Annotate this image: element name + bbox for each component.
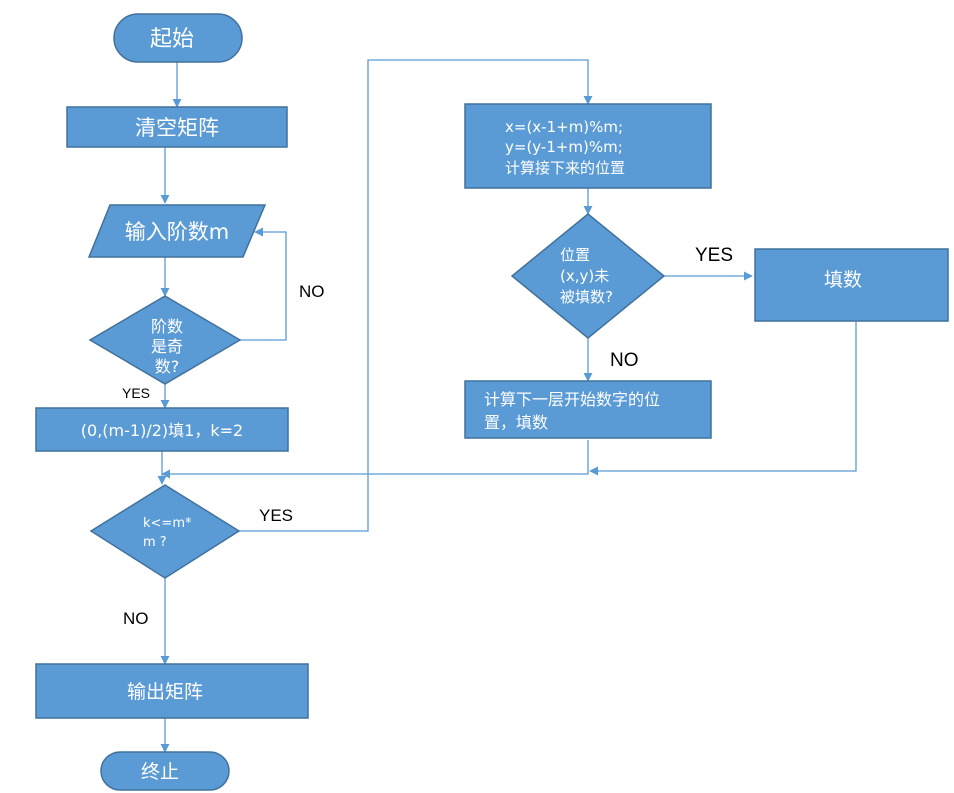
connectors <box>157 59 857 753</box>
clear-matrix-label: 清空矩阵 <box>135 116 219 140</box>
next-layer-line-1: 计算下一层开始数字的位 <box>484 390 660 409</box>
end-label: 终止 <box>141 761 179 783</box>
output-matrix-box: 输出矩阵 <box>35 663 309 719</box>
loop-no-label: NO <box>123 609 149 628</box>
compute-next-box: x=(x-1+m)%m; y=(y-1+m)%m; 计算接下来的位置 <box>464 103 712 189</box>
next-layer-line-2: 置，填数 <box>484 413 548 432</box>
compute-next-line-2: y=(y-1+m)%m; <box>505 138 623 156</box>
start-label: 起始 <box>150 27 194 52</box>
edge-loop-yes-up <box>239 59 593 532</box>
loop-yes-label: YES <box>259 506 293 525</box>
edge-odd-no-loop <box>240 227 287 341</box>
odd-yes-label: YES <box>122 385 150 401</box>
odd-check-diamond: 阶数 是奇 数? <box>88 295 242 385</box>
loop-check-line-1: k<=m* <box>143 516 192 531</box>
next-layer-box: 计算下一层开始数字的位 置，填数 <box>464 380 712 439</box>
odd-no-label: NO <box>299 282 325 301</box>
compute-next-line-1: x=(x-1+m)%m; <box>505 118 623 136</box>
empty-check-line-2: (x,y)未 <box>560 267 609 285</box>
output-matrix-label: 输出矩阵 <box>127 681 203 703</box>
loop-check-diamond: k<=m* m ? <box>89 484 241 579</box>
edge-nextlayer-return <box>161 440 589 479</box>
loop-check-line-2: m ? <box>143 535 167 550</box>
input-order-label: 输入阶数m <box>125 220 229 244</box>
fill-number-box: 填数 <box>754 248 949 322</box>
start-terminator: 起始 <box>113 13 243 63</box>
input-order-parallelogram: 输入阶数m <box>87 204 267 258</box>
init-box: (0,(m-1)/2)填1，k=2 <box>35 407 289 452</box>
odd-check-line-3: 数? <box>155 357 180 376</box>
odd-check-line-1: 阶数 <box>151 317 183 336</box>
empty-check-line-3: 被填数? <box>560 288 613 306</box>
empty-no-label: NO <box>610 350 639 371</box>
odd-check-line-2: 是奇 <box>151 337 183 356</box>
end-terminator: 终止 <box>100 751 230 791</box>
fill-number-label: 填数 <box>824 269 862 291</box>
compute-next-line-3: 计算接下来的位置 <box>505 159 625 177</box>
edge-fill-return <box>589 322 857 476</box>
init-label: (0,(m-1)/2)填1，k=2 <box>81 421 243 440</box>
empty-check-diamond: 位置 (x,y)未 被填数? <box>510 213 666 339</box>
empty-yes-label: YES <box>695 245 733 266</box>
empty-check-line-1: 位置 <box>560 246 590 264</box>
clear-matrix-box: 清空矩阵 <box>66 106 288 148</box>
